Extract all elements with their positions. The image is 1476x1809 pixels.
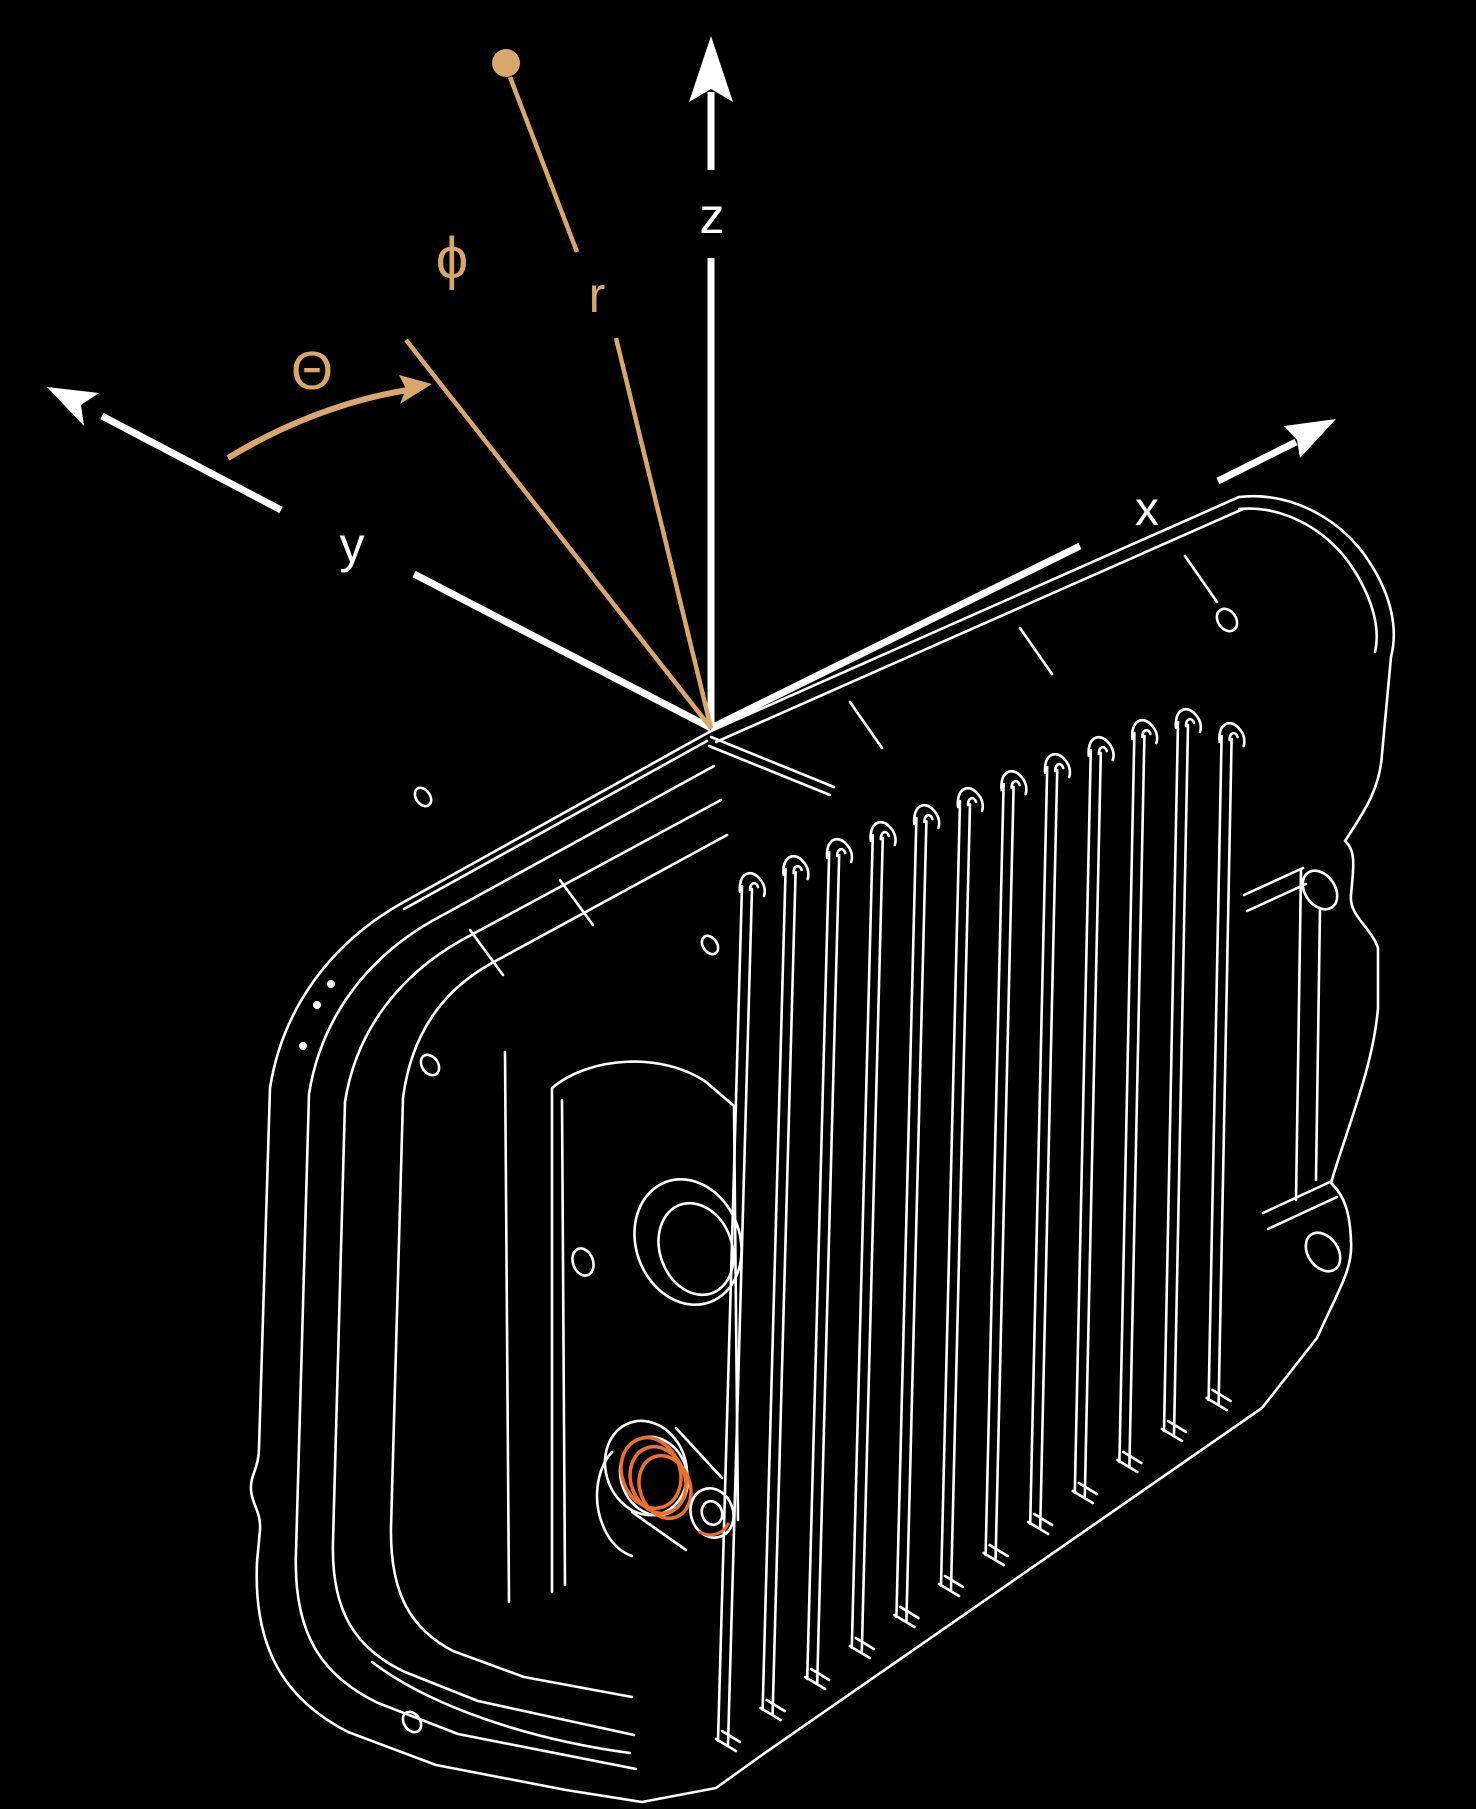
- fin: [803, 837, 854, 1691]
- lid-contour-2: [331, 798, 723, 1737]
- fin: [759, 854, 810, 1722]
- ear-links: [1242, 866, 1339, 1231]
- rf-connector: [595, 1419, 735, 1558]
- top-edge-inner: [714, 507, 1245, 744]
- fin: [714, 871, 767, 1753]
- fin: [893, 803, 941, 1629]
- mounting-ears: [1242, 866, 1342, 1273]
- y-axis: [47, 387, 713, 732]
- x-axis-line: [709, 438, 1298, 732]
- y-axis-label: y: [340, 517, 365, 573]
- ear-hole-bottom: [1304, 1231, 1342, 1273]
- x-axis: [709, 419, 1336, 732]
- screw-holes: [401, 607, 1239, 1734]
- phi-label: ϕ: [436, 226, 468, 291]
- enclosure-outline: [249, 494, 1396, 1804]
- gland-boss: [633, 1177, 743, 1307]
- point-marker-dot: [492, 49, 520, 77]
- z-axis: [689, 36, 733, 728]
- ear-hole-top: [1301, 869, 1339, 911]
- connector-barrel: [630, 1426, 724, 1552]
- recess-panel: [550, 1060, 740, 1594]
- lid-contour-1: [294, 764, 716, 1771]
- band-panel-lines: [468, 554, 1219, 977]
- z-axis-arrowhead-icon: [689, 36, 733, 102]
- connector-recess-curve: [595, 1450, 634, 1558]
- lid-rim-right: [707, 735, 836, 797]
- device-wireframe: [249, 494, 1396, 1804]
- lid-contour-3: [389, 833, 729, 1699]
- fin: [937, 786, 985, 1598]
- edge-nubs: [299, 980, 335, 1050]
- fin: [1026, 752, 1072, 1536]
- theta-arc: [226, 375, 432, 461]
- theta-arc-curve: [226, 387, 409, 461]
- coordinate-overlay: z x y Θ ϕ r: [47, 36, 1336, 732]
- connector-tip-accent: [698, 1522, 730, 1537]
- phi-line: [404, 338, 713, 730]
- theta-label: Θ: [291, 341, 333, 401]
- y-axis-arrowhead-icon: [47, 387, 99, 426]
- x-axis-label: x: [1135, 483, 1159, 536]
- fin: [848, 820, 897, 1660]
- y-axis-line: [100, 412, 713, 732]
- connector-tip: [689, 1487, 735, 1539]
- fin: [982, 769, 1028, 1567]
- r-label: r: [589, 267, 606, 323]
- recess-panel-edges: [503, 1050, 567, 1604]
- connector-thread-rings: [619, 1435, 693, 1521]
- fin: [1205, 721, 1246, 1412]
- fin: [1160, 707, 1203, 1443]
- z-axis-label: z: [700, 188, 725, 244]
- r-vector: [492, 49, 714, 729]
- lid-bottom-band: [370, 1660, 632, 1755]
- fin: [1071, 735, 1115, 1505]
- r-vector-line: [507, 76, 714, 729]
- theta-arrowhead-icon: [399, 375, 432, 404]
- heatsink-fins: [714, 707, 1246, 1753]
- top-right-corner-inner: [1237, 507, 1378, 654]
- fin: [1116, 718, 1159, 1474]
- x-axis-arrowhead-icon: [1284, 419, 1336, 458]
- lid-rim: [402, 739, 709, 911]
